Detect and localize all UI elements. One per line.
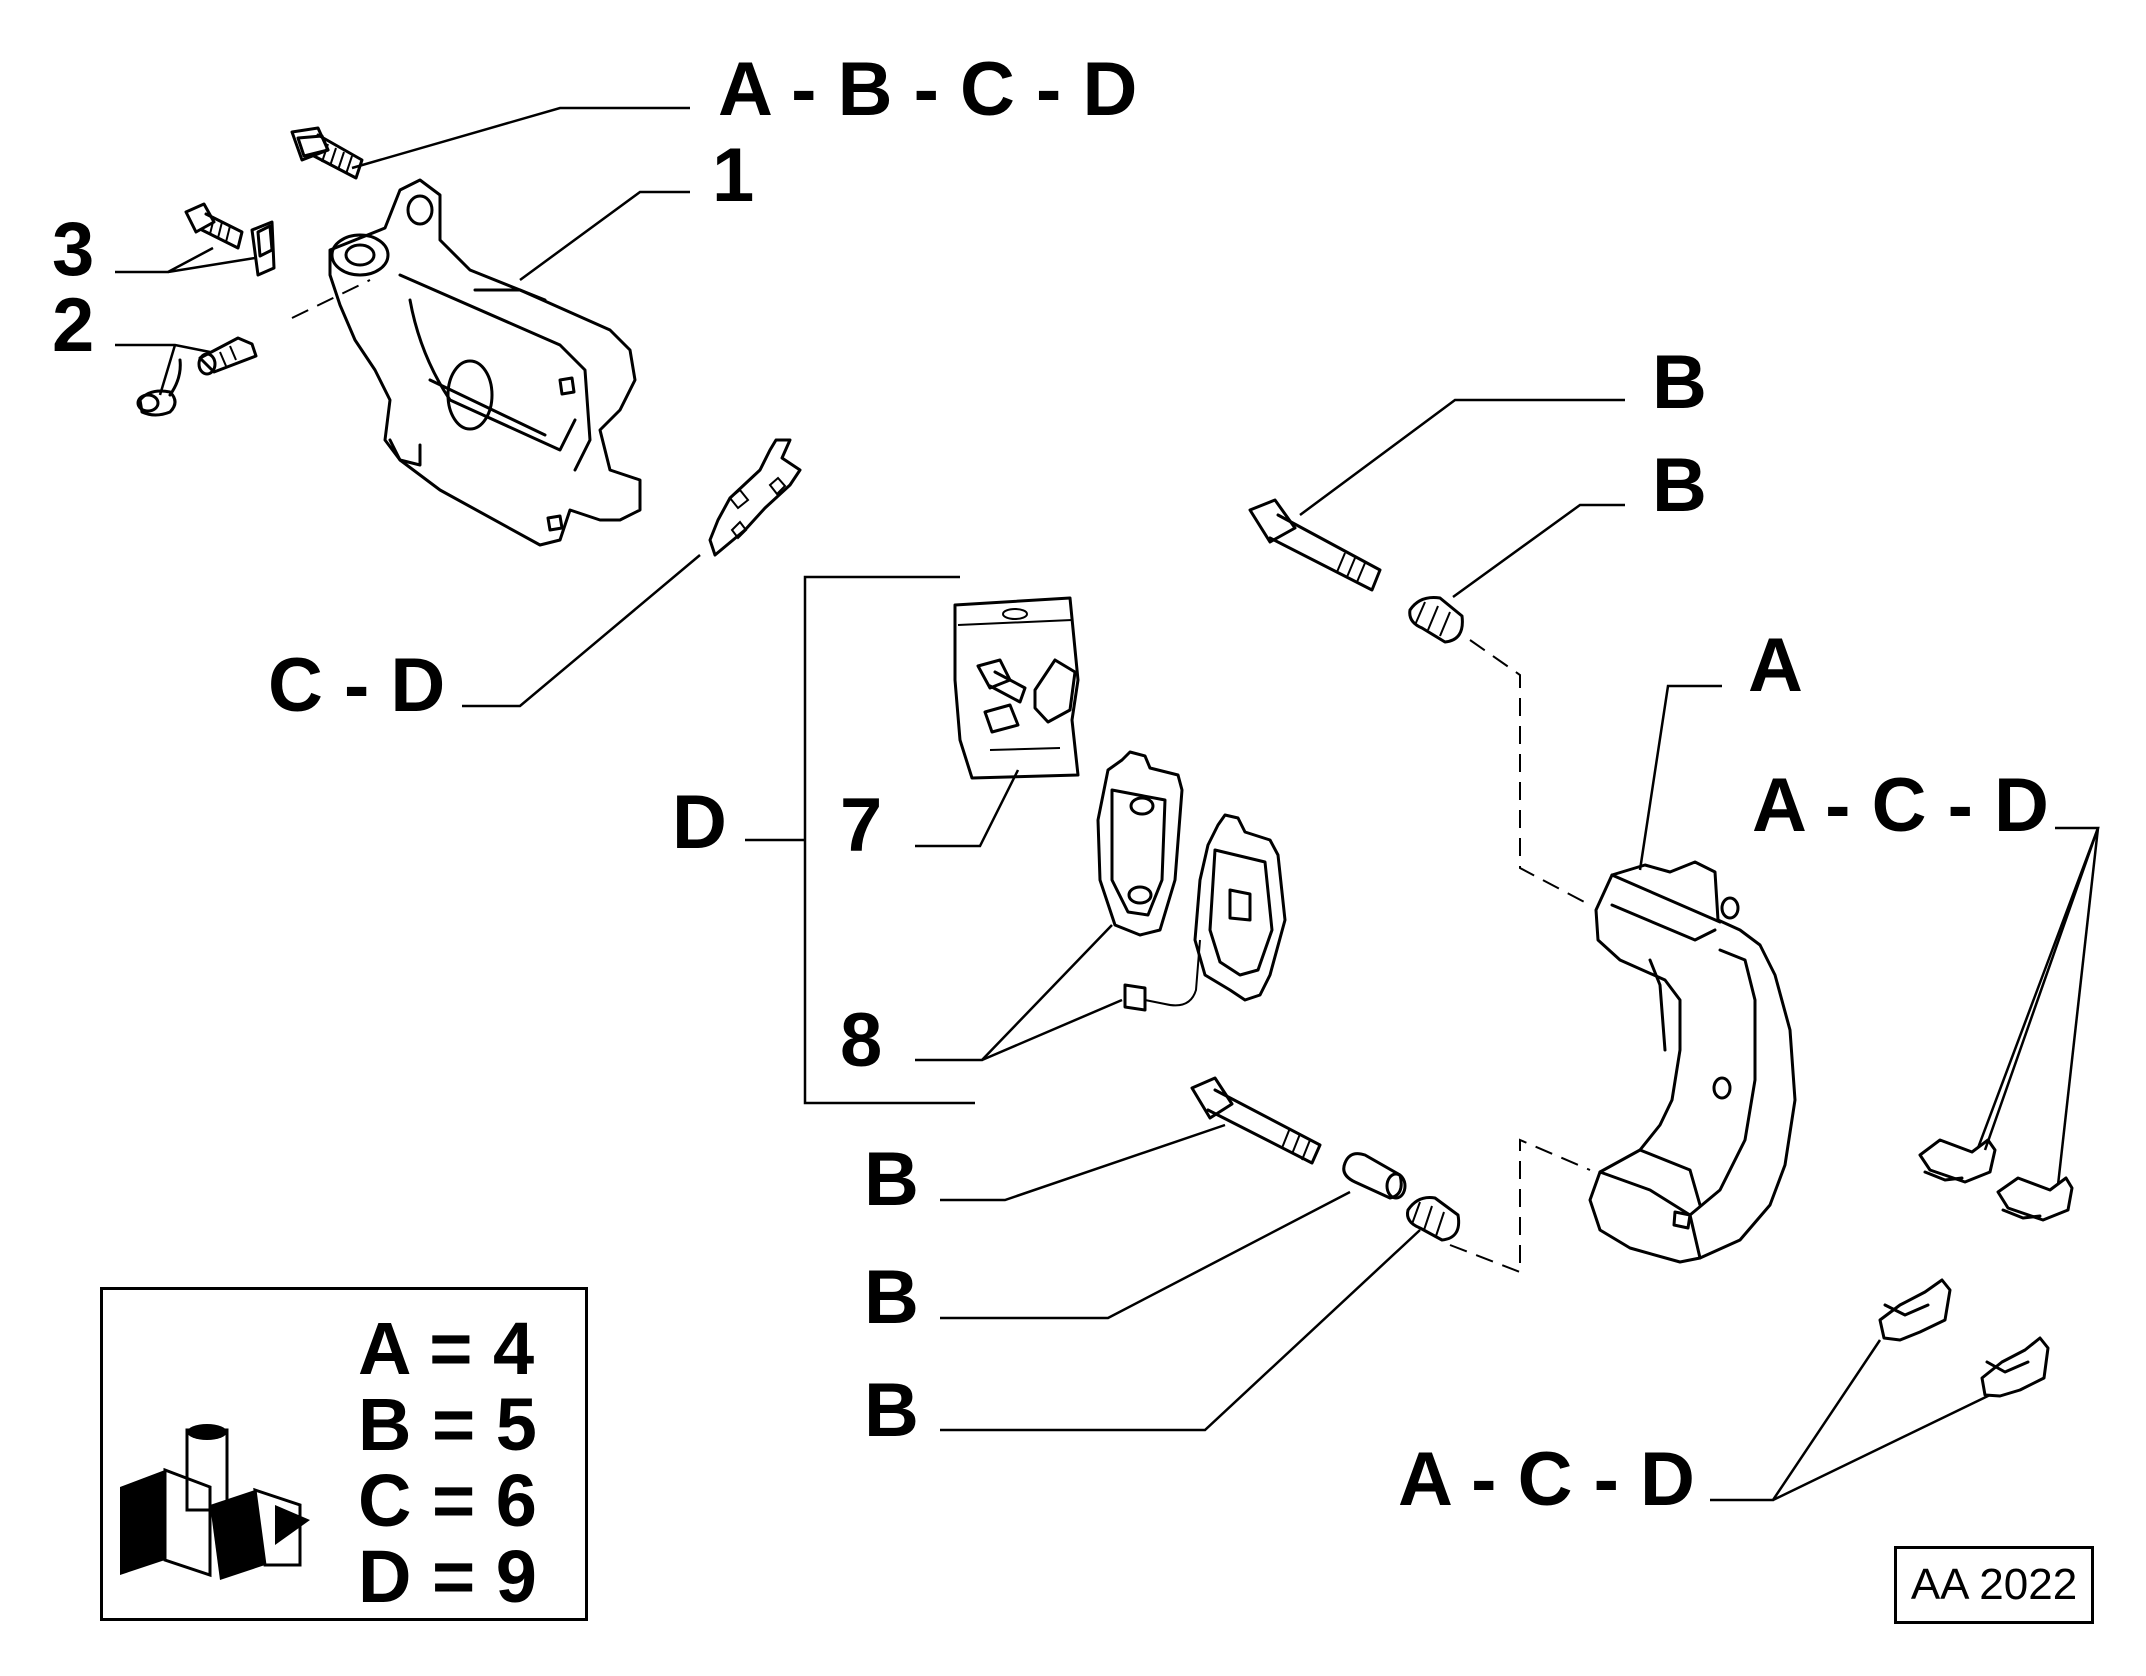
leader-cd — [462, 554, 701, 708]
leader-a-right — [1638, 684, 1722, 871]
leader-b-top2 — [1452, 503, 1625, 599]
callout-part-1: 1 — [712, 133, 755, 218]
mounting-bolt-top — [290, 126, 364, 180]
leader-acd-bottom2 — [1772, 1393, 1991, 1502]
leader-acd-right3 — [1976, 827, 2100, 1149]
callout-part-3: 3 — [52, 207, 95, 292]
leader-b-top1 — [1299, 398, 1625, 517]
callout-cd: C - D — [268, 643, 446, 728]
guide-pin-top — [1248, 498, 1464, 644]
caliper-carrier — [1588, 860, 1797, 1264]
leader-b-low1 — [940, 1123, 1226, 1202]
leader-acd-bottom — [1710, 1339, 1882, 1502]
leader-part-3 — [115, 246, 214, 274]
callout-b-low1: B — [864, 1137, 919, 1222]
callout-b-low3: B — [864, 1368, 919, 1453]
leader-part-2 — [115, 343, 211, 354]
spring-clips-right — [1918, 1138, 2074, 1222]
leader-lines — [115, 106, 2100, 1502]
dash-guide-low — [1449, 1138, 1591, 1274]
callout-a-right: A — [1748, 623, 1803, 708]
spring-clips-bottom — [1878, 1278, 2050, 1398]
bleed-screw-2 — [136, 336, 258, 417]
callout-b-top2: B — [1652, 443, 1707, 528]
leader-part-2b — [158, 344, 177, 396]
leader-b-low2 — [940, 1190, 1351, 1320]
leader-abcd-top — [351, 106, 690, 170]
leader-part-3b — [167, 256, 256, 274]
leader-acd-right2 — [2056, 827, 2100, 1186]
callout-b-top1: B — [1652, 340, 1707, 425]
leader-part-1 — [519, 190, 690, 282]
fitting-kit-bag-7 — [953, 596, 1080, 780]
legend-logo — [120, 1424, 310, 1580]
caliper-body — [328, 178, 642, 547]
dash-guide-top — [1469, 639, 1591, 906]
leader-b-low3 — [940, 1229, 1421, 1432]
dash-bleed — [291, 279, 371, 319]
callout-acd-right: A - C - D — [1752, 763, 2049, 848]
brake-pads-8 — [1096, 750, 1287, 1012]
callout-acd-bottom: A - C - D — [1398, 1437, 1695, 1522]
leader-part-8b — [981, 998, 1123, 1062]
callout-abcd-top: A - B - C - D — [718, 47, 1138, 132]
quantity-legend: A = 4 B = 5 C = 6 D = 9 — [100, 1287, 588, 1621]
callout-d-left: D — [672, 780, 727, 865]
leader-part-8a — [915, 924, 1113, 1062]
bracket-d — [803, 575, 975, 1105]
callout-part-8: 8 — [840, 998, 883, 1083]
leader-part-7 — [915, 769, 1020, 848]
legend-row-b: B = 5 — [358, 1383, 537, 1466]
callout-b-low2: B — [864, 1255, 919, 1340]
legend-row-c: C = 6 — [358, 1459, 537, 1542]
bolt-and-clip-3 — [184, 202, 276, 277]
legend-row-a: A = 4 — [358, 1307, 535, 1390]
anti-rattle-plate — [708, 438, 802, 557]
callout-part-7: 7 — [840, 783, 883, 868]
callout-part-2: 2 — [52, 283, 95, 368]
guide-pin-low — [1190, 1076, 1461, 1242]
legend-row-d: D = 9 — [358, 1535, 537, 1618]
reference-code: AA 2022 — [1894, 1546, 2094, 1624]
